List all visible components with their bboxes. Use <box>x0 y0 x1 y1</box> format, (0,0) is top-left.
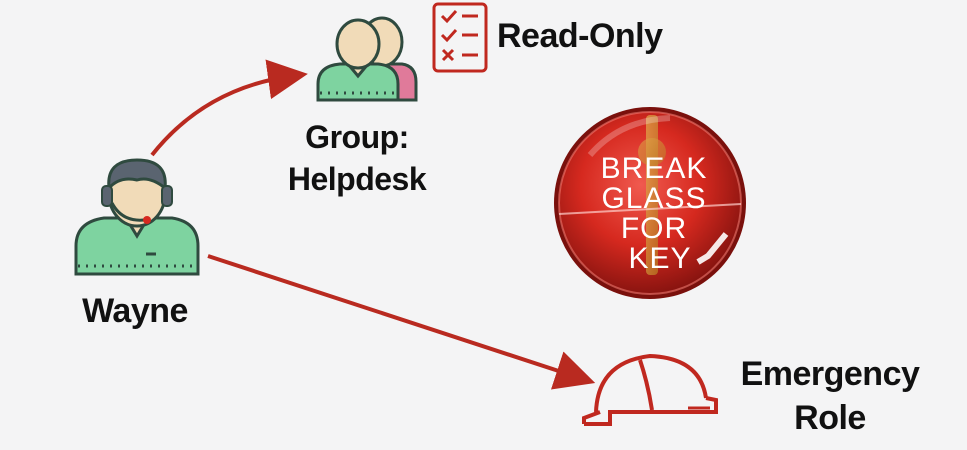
break-glass-text-line2: GLASS <box>601 182 706 215</box>
break-glass-text-line4: KEY <box>628 242 691 275</box>
break-glass-button-image: BREAK GLASS FOR KEY <box>554 107 746 299</box>
user-headset-icon <box>74 158 200 276</box>
emergency-role-label: Emergency Role <box>715 352 945 440</box>
user-name-label: Wayne <box>82 292 188 330</box>
arrow-to-group <box>150 59 308 157</box>
group-label-line1: Group: <box>305 119 409 155</box>
user-group-icon <box>316 16 418 102</box>
hard-hat-icon <box>582 353 718 426</box>
break-glass-text-line3: FOR <box>621 212 687 245</box>
read-only-label: Read-Only <box>497 17 663 55</box>
arrow-to-emergency-role <box>207 254 596 390</box>
emergency-role-line2: Role <box>794 399 866 437</box>
checklist-icon <box>432 2 488 73</box>
group-label: Group: Helpdesk <box>262 116 452 200</box>
emergency-role-line1: Emergency <box>740 355 920 393</box>
group-label-line2: Helpdesk <box>287 161 427 197</box>
break-glass-text-line1: BREAK <box>601 152 708 185</box>
